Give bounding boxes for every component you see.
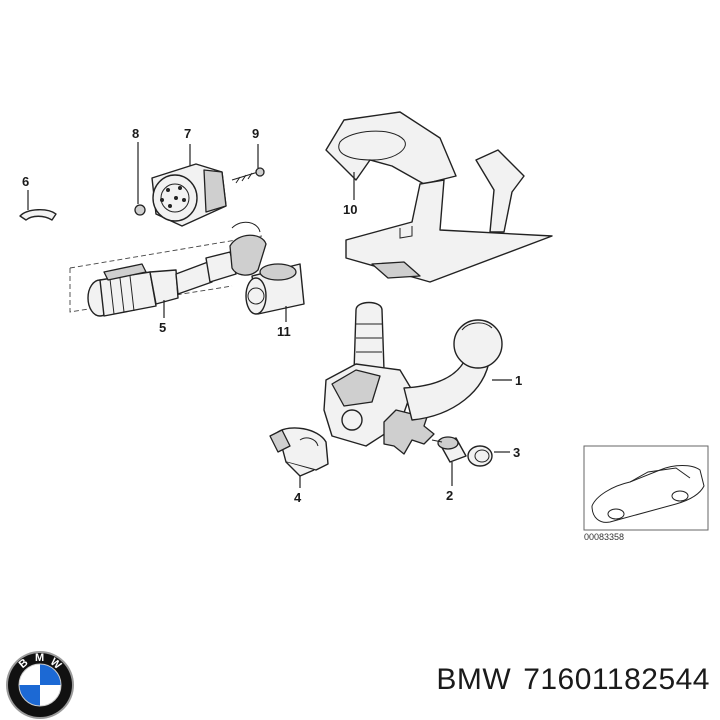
part-6-clip xyxy=(19,190,57,221)
callout-6: 6 xyxy=(22,174,29,189)
bmw-logo: B M W xyxy=(6,651,74,719)
part-number: 71601182544 xyxy=(523,663,710,696)
vehicle-reference-inset xyxy=(583,445,709,531)
part-4-socket-holder xyxy=(269,427,329,488)
part-1-tow-hitch xyxy=(323,301,512,455)
part-number-label: BMW 71601182544 xyxy=(436,663,710,697)
part-9-screw xyxy=(231,144,265,184)
part-7-socket-housing xyxy=(151,144,227,227)
callout-10: 10 xyxy=(343,202,357,217)
callout-2: 2 xyxy=(446,488,453,503)
reference-code: 00083358 xyxy=(584,532,624,542)
callout-11: 11 xyxy=(277,324,291,339)
part-8-nut xyxy=(134,142,146,216)
callout-5: 5 xyxy=(159,320,166,335)
callout-4: 4 xyxy=(294,490,302,505)
part-3-cover xyxy=(467,445,510,467)
part-11-plug xyxy=(245,263,305,322)
brand-name: BMW xyxy=(436,663,512,696)
part-2-bush xyxy=(431,436,467,486)
callout-1: 1 xyxy=(515,373,522,388)
callout-7: 7 xyxy=(184,126,191,141)
callout-9: 9 xyxy=(252,126,259,141)
part-5-harness-connector xyxy=(87,221,267,318)
callout-8: 8 xyxy=(132,126,139,141)
logo-letter-m: M xyxy=(35,652,44,664)
part-10-bracket xyxy=(325,111,553,283)
callout-3: 3 xyxy=(513,445,520,460)
